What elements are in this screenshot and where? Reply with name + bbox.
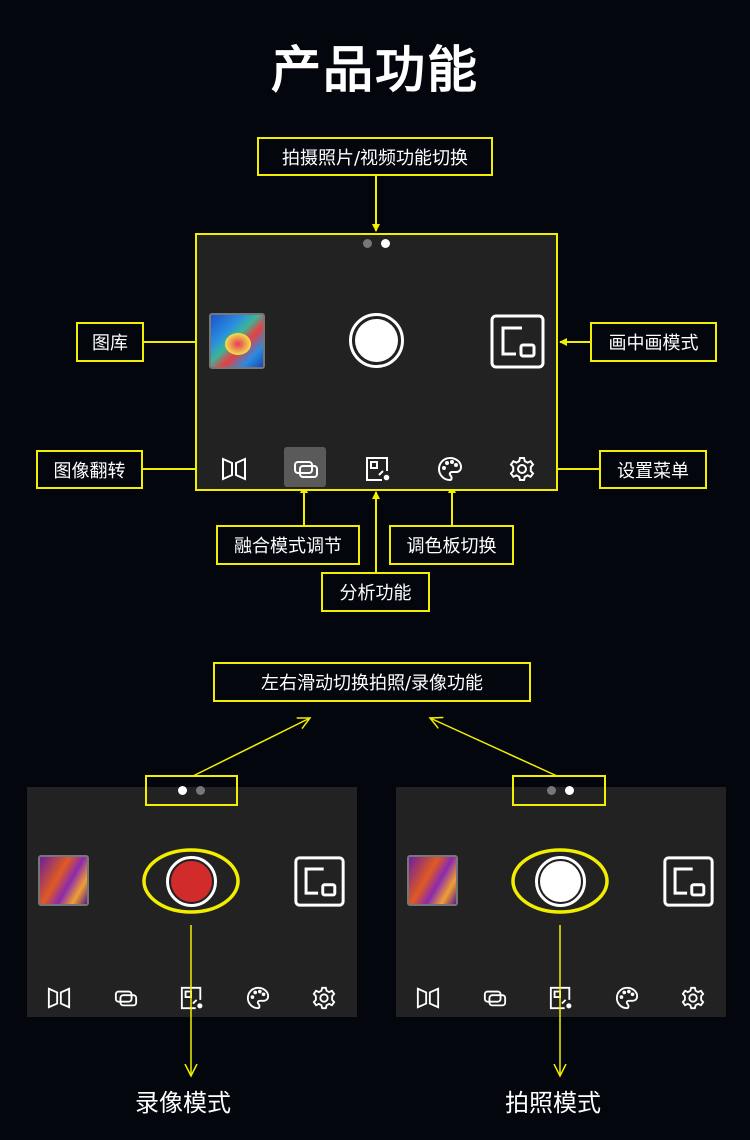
page-title: 产品功能 [271,41,479,99]
photo-mode-panel [396,786,726,1017]
gear-icon[interactable] [509,456,535,482]
photo-mode-caption: 拍照模式 [505,1089,601,1117]
palette-icon[interactable] [246,986,270,1010]
label-pip-mode: 画中画模式 [590,322,717,362]
label-gallery: 图库 [76,322,144,362]
analysis-icon[interactable] [365,456,391,482]
shutter-button[interactable] [535,856,586,907]
gallery-thumbnail[interactable] [407,855,458,906]
fusion-icon[interactable] [483,986,507,1010]
analysis-icon[interactable] [180,986,204,1010]
flip-icon[interactable] [221,456,247,482]
flip-icon[interactable] [47,986,71,1010]
shutter-button[interactable] [349,313,404,368]
label-settings-menu: 设置菜单 [599,450,707,489]
fusion-icon[interactable] [293,456,319,482]
record-mode-panel [27,786,357,1017]
pip-icon[interactable] [663,856,714,907]
page-dot-active[interactable] [565,786,574,795]
page-dot[interactable] [196,786,205,795]
label-fusion-mode: 融合模式调节 [216,525,360,565]
label-analysis: 分析功能 [321,572,430,612]
page-dot[interactable] [363,239,372,248]
analysis-icon[interactable] [549,986,573,1010]
fusion-icon[interactable] [114,986,138,1010]
record-mode-caption: 录像模式 [135,1089,231,1117]
gallery-thumbnail[interactable] [38,855,89,906]
label-swipe-switch: 左右滑动切换拍照/录像功能 [213,662,531,702]
label-image-flip: 图像翻转 [36,450,143,489]
label-switch-photo-video: 拍摄照片/视频功能切换 [257,137,493,176]
page-dot-active[interactable] [381,239,390,248]
flip-icon[interactable] [416,986,440,1010]
gallery-thumbnail[interactable] [209,313,265,369]
camera-toolbar-panel [195,233,558,491]
palette-icon[interactable] [437,456,463,482]
pip-icon[interactable] [490,314,545,369]
gear-icon[interactable] [681,986,705,1010]
pip-icon[interactable] [294,856,345,907]
page-dot-active[interactable] [178,786,187,795]
palette-icon[interactable] [615,986,639,1010]
record-button[interactable] [166,856,217,907]
label-palette-switch: 调色板切换 [389,525,514,565]
page-dot[interactable] [547,786,556,795]
gear-icon[interactable] [312,986,336,1010]
